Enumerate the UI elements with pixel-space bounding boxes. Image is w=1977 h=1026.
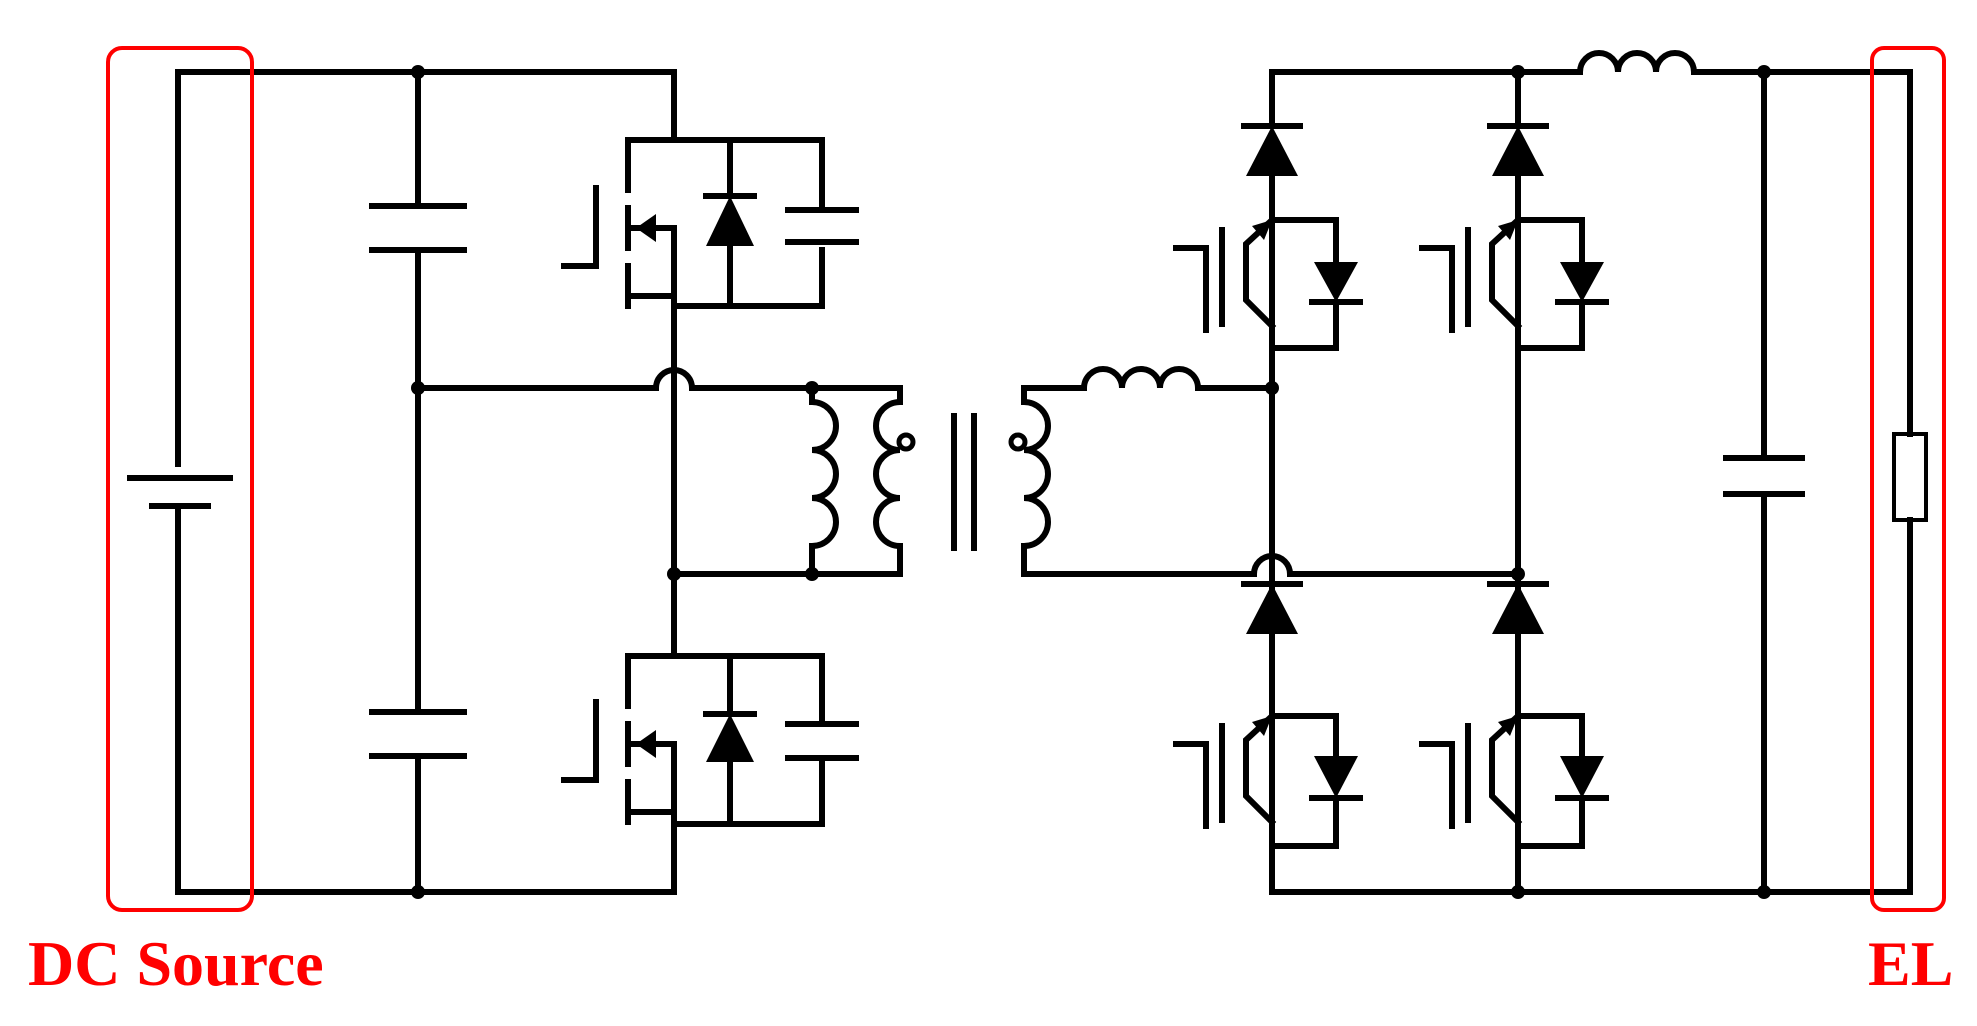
primary-midpoint-wiring (415, 367, 916, 577)
electrolyzer-load-resistor (1892, 69, 1928, 895)
igbt-lower-right (1419, 711, 1609, 849)
igbt-upper-right (1419, 215, 1609, 351)
secondary-leg-left (1241, 69, 1303, 895)
primary-rails (415, 69, 677, 895)
secondary-leg-right (1487, 69, 1549, 895)
junction-dots (411, 65, 1771, 899)
output-capacitor (1723, 69, 1805, 895)
dc-source-battery (127, 69, 421, 895)
igbt-lower-left (1173, 711, 1363, 849)
el-highlight-box (1870, 46, 1946, 912)
dc-source-highlight-box (106, 46, 254, 912)
mosfet-lower (561, 571, 859, 895)
el-label: EL (1868, 928, 1954, 999)
highlight-boxes (106, 46, 1946, 912)
dc-source-label: DC Source (28, 928, 324, 999)
mosfet-upper (561, 69, 859, 383)
secondary-winding (1008, 366, 1521, 578)
dc-link-capacitors (369, 69, 467, 895)
transformer-core (951, 413, 977, 551)
igbt-upper-left (1173, 215, 1363, 351)
